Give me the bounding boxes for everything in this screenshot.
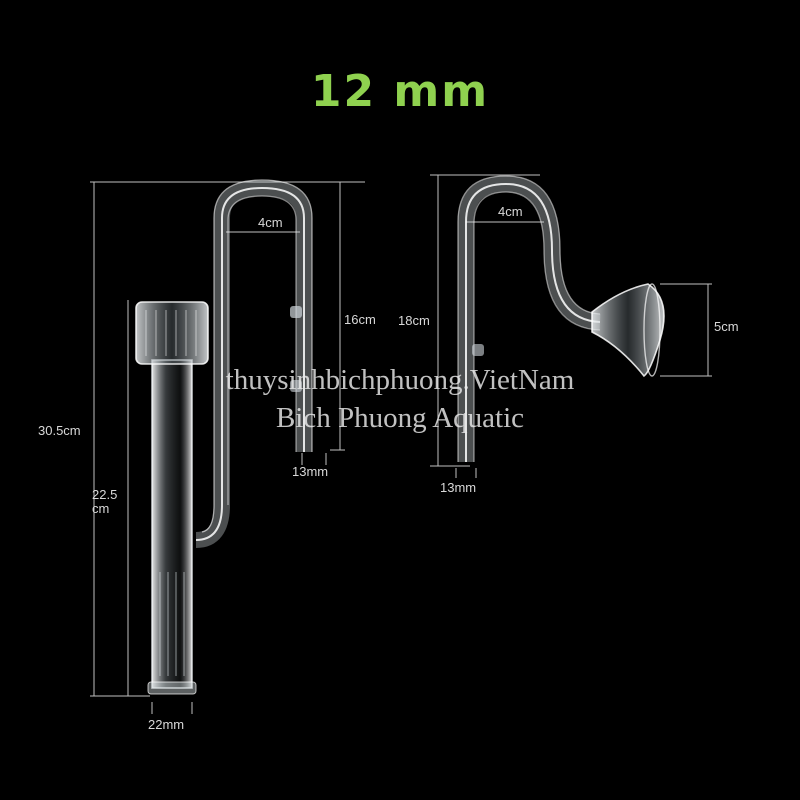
watermark-line-1: thuysinhbichphuong.VietNam bbox=[225, 364, 575, 396]
outlet-leg-label: 16cm bbox=[344, 312, 376, 327]
outflow-bend-width-label: 4cm bbox=[498, 204, 523, 219]
outflow-diameter-label: 13mm bbox=[440, 480, 477, 495]
size-title: 12 mm bbox=[310, 66, 490, 117]
watermark-line-2: Bich Phuong Aquatic bbox=[275, 402, 525, 434]
inflow-pipe bbox=[135, 179, 313, 695]
inflow-outlet-diameter-label: 13mm bbox=[292, 464, 329, 479]
strainer-diameter-label: 22mm bbox=[148, 717, 185, 732]
inflow-bend-width-label: 4cm bbox=[258, 215, 283, 230]
strainer-height-label-unit: cm bbox=[92, 501, 110, 516]
outflow-height-label: 18cm bbox=[398, 313, 430, 328]
outflow-pipe bbox=[457, 175, 665, 462]
strainer-height-label-number: 22.5 bbox=[92, 487, 118, 502]
lily-height-label: 5cm bbox=[714, 319, 739, 334]
dimension-lines bbox=[90, 174, 712, 714]
total-height-label: 30.5cm bbox=[38, 423, 81, 438]
